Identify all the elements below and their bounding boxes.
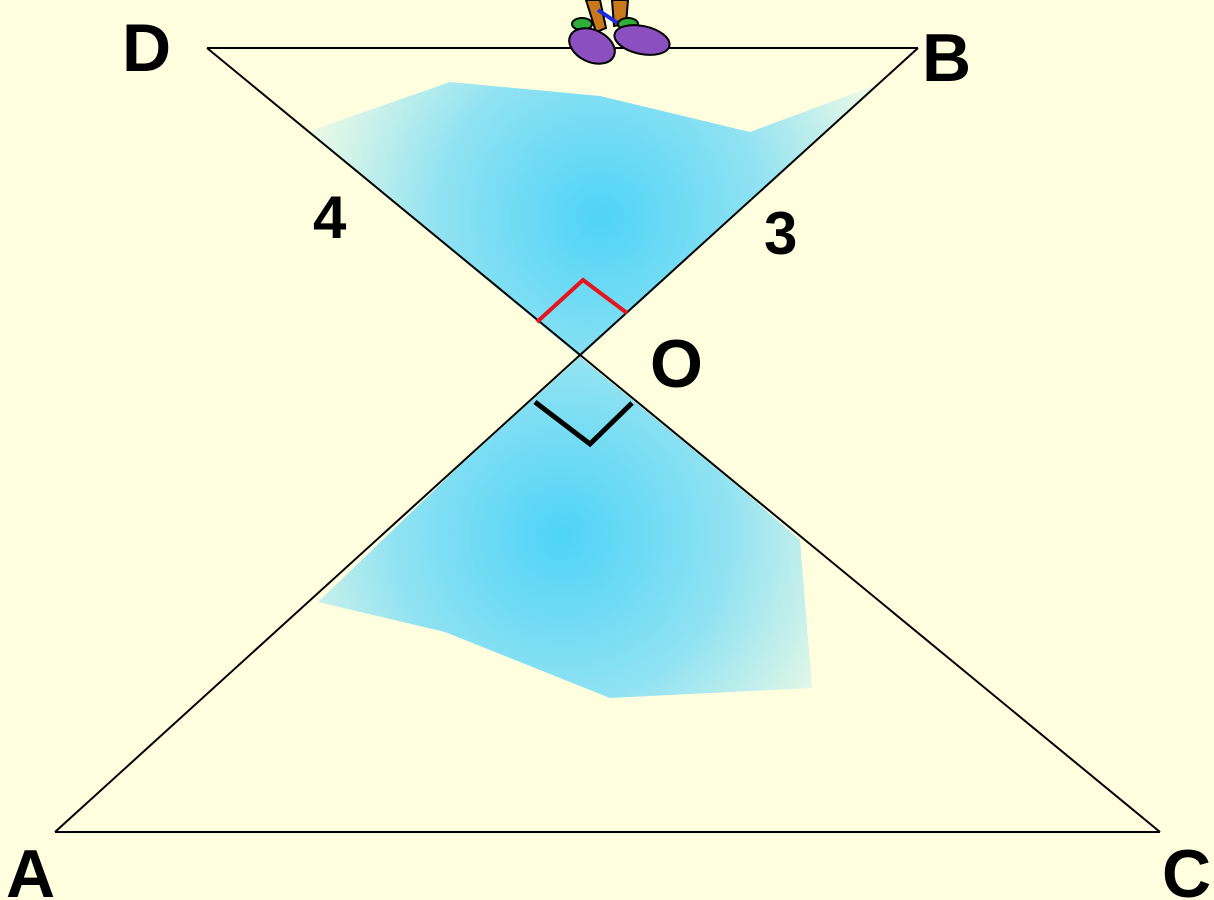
upper-shaded-region bbox=[300, 80, 900, 357]
segment-DC bbox=[206, 47, 1161, 833]
vertex-label-A: A bbox=[6, 836, 56, 900]
length-label-OB: 3 bbox=[764, 200, 798, 267]
vertex-label-O: O bbox=[650, 326, 703, 402]
lower-right-angle-mark bbox=[533, 400, 634, 448]
segment-BA bbox=[54, 47, 919, 833]
vertex-label-B: B bbox=[922, 20, 972, 96]
vertex-label-D: D bbox=[122, 10, 172, 86]
lower-shaded-region bbox=[318, 357, 812, 698]
cartoon-character-feet-icon bbox=[568, 0, 671, 65]
length-label-OD: 4 bbox=[313, 184, 347, 251]
upper-right-angle-mark bbox=[535, 277, 629, 324]
vertex-label-C: C bbox=[1162, 836, 1212, 900]
